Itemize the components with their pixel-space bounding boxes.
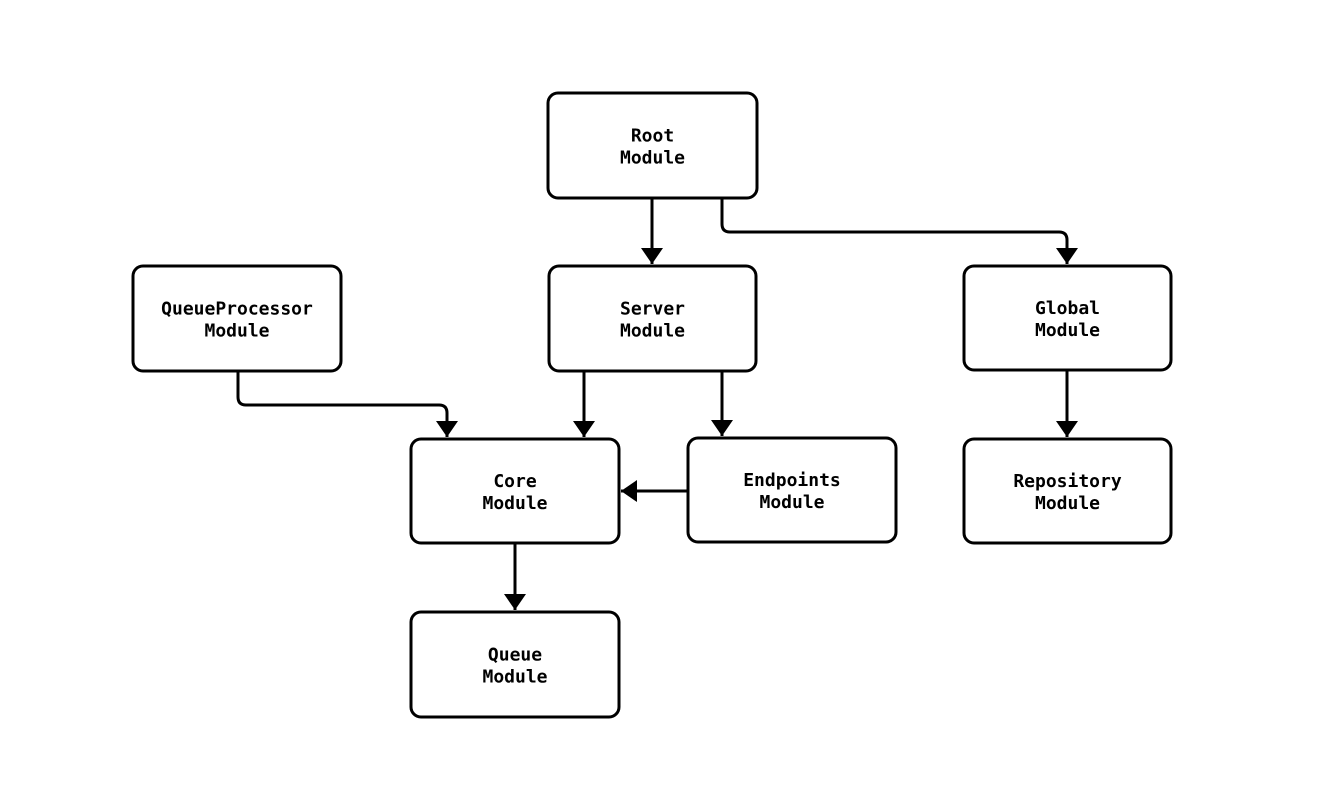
- node-root-box: [546, 91, 759, 200]
- node-repository-box: [962, 437, 1173, 545]
- edge-queueprocessor-to-core: [236, 371, 458, 437]
- node-queueprocessor-box: [131, 264, 343, 373]
- node-global-box: [962, 264, 1173, 372]
- node-endpoints-box: [686, 436, 898, 544]
- node-server-box: [547, 264, 758, 373]
- edge-root-to-global: [720, 198, 1078, 264]
- node-queue-box: [409, 610, 621, 719]
- node-core-box: [409, 437, 621, 545]
